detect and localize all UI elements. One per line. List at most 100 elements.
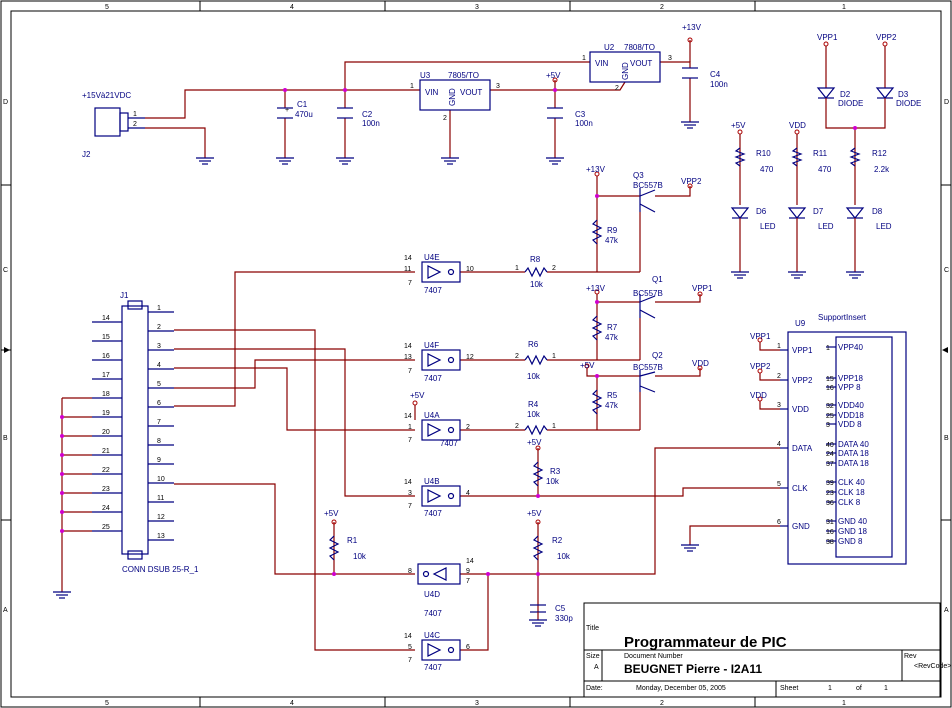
j1-pin-number: 11 bbox=[157, 495, 164, 502]
ground-icon bbox=[196, 157, 214, 165]
u9-inner-pin-number: 24 bbox=[826, 451, 834, 458]
q3-value: BC557B bbox=[633, 181, 663, 190]
j1-pin-number: 20 bbox=[102, 429, 110, 436]
capacitor-c2: C2 100n bbox=[337, 107, 380, 128]
u9-pin-name: CLK bbox=[792, 484, 808, 493]
svg-text:7: 7 bbox=[408, 280, 412, 287]
r5-value: 47k bbox=[605, 401, 619, 410]
ground-icon bbox=[529, 619, 547, 627]
svg-text:2: 2 bbox=[615, 85, 619, 92]
ground-icon bbox=[546, 157, 564, 165]
j1-pin-number: 13 bbox=[157, 533, 165, 540]
svg-text:+: + bbox=[285, 107, 289, 114]
col-label: 4 bbox=[290, 700, 294, 707]
svg-text:2: 2 bbox=[515, 423, 519, 430]
vpp2-label: VPP2 bbox=[750, 362, 771, 371]
u9-pin-number: 2 bbox=[777, 373, 781, 380]
svg-text:3: 3 bbox=[496, 83, 500, 90]
row-label: A bbox=[944, 607, 949, 614]
svg-text:4: 4 bbox=[466, 490, 470, 497]
svg-text:3: 3 bbox=[668, 55, 672, 62]
vpp1-label: VPP1 bbox=[750, 332, 771, 341]
u9-inner-pin-name: GND 40 bbox=[838, 517, 867, 526]
j1-pin-number: 6 bbox=[157, 400, 161, 407]
rev-label: Rev bbox=[904, 653, 917, 660]
title-label: Title bbox=[586, 625, 599, 632]
j1-pin-number: 10 bbox=[157, 476, 165, 483]
c3-value: 100n bbox=[575, 119, 593, 128]
u9-inner-pin-number: 1 bbox=[826, 345, 830, 352]
r9-value: 47k bbox=[605, 236, 619, 245]
vdd-label: VDD bbox=[750, 391, 767, 400]
u4e-ref: U4E bbox=[424, 253, 440, 262]
date-value: Monday, December 05, 2005 bbox=[636, 685, 726, 692]
p13v-label: +13V bbox=[682, 23, 702, 32]
u9-inner-pin-number: 40 bbox=[826, 442, 834, 449]
svg-text:1: 1 bbox=[133, 111, 137, 118]
svg-text:2: 2 bbox=[133, 121, 137, 128]
power-supply-wiring bbox=[145, 40, 691, 158]
j1-pin-number: 19 bbox=[102, 410, 110, 417]
svg-text:1: 1 bbox=[552, 423, 556, 430]
j1-pin-number: 18 bbox=[102, 391, 110, 398]
svg-text:1: 1 bbox=[408, 424, 412, 431]
u9-pin-number: 5 bbox=[777, 481, 781, 488]
u9-inner-pin-number: 31 bbox=[826, 519, 834, 526]
ground-symbols bbox=[196, 121, 699, 165]
docnum-label: Document Number bbox=[624, 653, 683, 660]
j1-pin-number: 16 bbox=[102, 353, 110, 360]
row-label: C bbox=[3, 267, 8, 274]
j1-pin-number: 15 bbox=[102, 334, 110, 341]
r2-ref: R2 bbox=[552, 536, 563, 545]
col-label: 2 bbox=[660, 4, 664, 11]
row-label: A bbox=[3, 607, 8, 614]
d7-ref: D7 bbox=[813, 207, 824, 216]
power-flag-icon bbox=[552, 77, 558, 83]
u9-pin-number: 3 bbox=[777, 402, 781, 409]
c4-value: 100n bbox=[710, 80, 728, 89]
capacitor-c4: C4 100n bbox=[682, 67, 728, 89]
of-label: of bbox=[856, 685, 862, 692]
svg-text:1: 1 bbox=[515, 265, 519, 272]
q2-value: BC557B bbox=[633, 363, 663, 372]
j1-ref: J1 bbox=[120, 291, 129, 300]
led-branches: +5V VDD R10 470 R11 470 R12 2.2k D6 LED … bbox=[730, 121, 892, 279]
resistor-r9: R9 47k bbox=[591, 219, 619, 245]
j1-pin-number: 21 bbox=[102, 448, 110, 455]
u9-inner-pin-name: DATA 18 bbox=[838, 459, 869, 468]
title-block: Title Programmateur de PIC Size A Docume… bbox=[583, 602, 951, 698]
sheet-value: 1 bbox=[828, 685, 832, 692]
c2-value: 100n bbox=[362, 119, 380, 128]
svg-text:8: 8 bbox=[408, 568, 412, 575]
power-flag-icon bbox=[687, 37, 693, 43]
capacitor-c3: C3 100n bbox=[547, 107, 593, 128]
u4f-value: 7407 bbox=[424, 374, 442, 383]
u9-inner-pin-number: 36 bbox=[826, 500, 834, 507]
u9-pin-name: GND bbox=[792, 522, 810, 531]
resistor-r1: R1 10k +5V bbox=[324, 509, 367, 561]
j2-ref: J2 bbox=[82, 150, 91, 159]
u9-inner-pin-number: 38 bbox=[826, 539, 834, 546]
r11-ref: R11 bbox=[813, 149, 828, 158]
u9-inner-pin-number: 16 bbox=[826, 385, 834, 392]
svg-text:9: 9 bbox=[466, 568, 470, 575]
ground-icon bbox=[731, 271, 749, 279]
r8-ref: R8 bbox=[530, 255, 541, 264]
row-label: C bbox=[944, 267, 949, 274]
u9-pin-name: VPP2 bbox=[792, 376, 813, 385]
u3-vin: VIN bbox=[425, 88, 439, 97]
u9-inner-pin-number: 32 bbox=[826, 403, 834, 410]
ground-icon bbox=[276, 157, 294, 165]
transistor-q3: +13V VPP2 Q3 BC557B bbox=[586, 165, 702, 213]
u4d-value: 7407 bbox=[424, 609, 442, 618]
c2-ref: C2 bbox=[362, 110, 373, 119]
ground-icon bbox=[681, 121, 699, 129]
c3-ref: C3 bbox=[575, 110, 586, 119]
svg-text:10: 10 bbox=[466, 266, 474, 273]
